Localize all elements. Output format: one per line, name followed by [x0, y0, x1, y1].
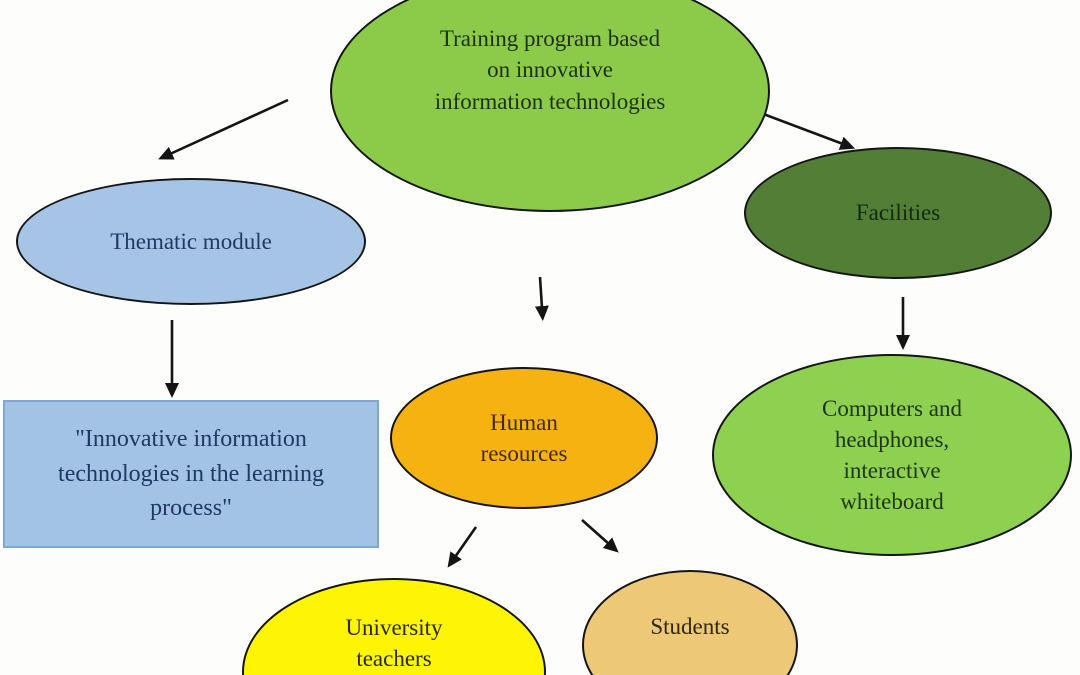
node-thematic-module: Thematic module [16, 178, 366, 305]
arrow-training-to-thematic-module [158, 98, 289, 160]
node-human-resources-label: Human resources [480, 409, 568, 466]
node-training-program-label: Training program based on innovative inf… [434, 26, 666, 114]
node-computers-equipment-label: Computers and headphones, interactive wh… [822, 395, 962, 515]
node-facilities: Facilities [744, 147, 1052, 279]
arrow-human-resources-to-students [581, 519, 619, 553]
node-students: Students [582, 570, 798, 675]
node-module-title-box-label: "Innovative information technologies in … [58, 425, 324, 522]
arrow-training-to-facilities [757, 110, 856, 150]
node-students-label: Students [650, 614, 730, 640]
node-thematic-module-label: Thematic module [110, 228, 272, 254]
arrow-human-resources-to-university-teachers [447, 526, 478, 568]
node-university-teachers: University teachers [242, 578, 546, 675]
node-training-program: Training program based on innovative inf… [330, 0, 770, 212]
arrow-training-to-human-resources [534, 276, 549, 321]
node-human-resources: Human resources [390, 367, 658, 509]
node-facilities-label: Facilities [855, 200, 941, 226]
node-university-teachers-label: University teachers [345, 614, 443, 671]
node-module-title-box: "Innovative information technologies in … [3, 400, 379, 548]
node-computers-equipment: Computers and headphones, interactive wh… [712, 354, 1072, 556]
